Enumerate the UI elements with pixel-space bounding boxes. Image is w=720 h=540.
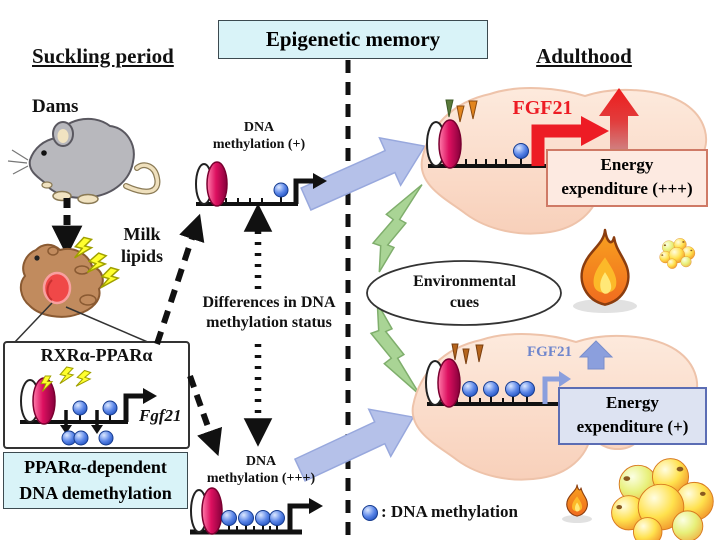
environmental-cues-label: Environmental cues	[413, 273, 516, 311]
legend-methylation-dot	[362, 505, 378, 521]
rxr-ppar-box-title: RXRα-PPARα	[40, 345, 153, 365]
fgf21-gene-label: Fgf21	[139, 406, 182, 425]
gene-diagram-adult-high	[426, 116, 609, 169]
lipid-droplet-icons-low	[451, 343, 484, 365]
suckling-period-title: Suckling period	[32, 44, 174, 68]
demethylation-arrows	[60, 410, 103, 434]
methylation-dots-row	[462, 381, 535, 404]
energy-expenditure-high-box: Energy expenditure (+++)	[546, 149, 708, 207]
fgf21-promoter-arrow-low	[542, 371, 571, 404]
dams-label: Dams	[32, 96, 79, 117]
gene-diagram-methylation-low	[195, 161, 327, 207]
methylation-dots-row	[221, 510, 285, 532]
fgf21-gene-diagram-suckling	[20, 365, 157, 446]
energy-expenditure-low-box: Energy expenditure (+)	[558, 387, 707, 445]
fgf21-low-label: FGF21	[527, 344, 572, 360]
energy-up-arrow-low	[578, 340, 614, 370]
environmental-cues-ellipse	[366, 260, 562, 326]
gene-diagram-methylation-high	[190, 487, 323, 535]
lipid-droplet-icons-high	[445, 99, 478, 123]
liver-callout-lines	[13, 302, 151, 344]
milk-lipids-label: Milk lipids	[120, 224, 164, 266]
legend-dna-methylation-label: : DNA methylation	[381, 502, 518, 521]
pup-mouse-illustration	[19, 243, 104, 318]
environmental-cue-bolt-top	[372, 183, 423, 273]
fat-cells-large-icon	[611, 458, 714, 540]
differences-label: Differences in DNA methylation status	[202, 294, 336, 331]
adulthood-title: Adulthood	[536, 44, 632, 68]
epigenetic-memory-box: Epigenetic memory	[218, 20, 488, 59]
dna-methylation-plus-label: DNA methylation (+)	[212, 120, 306, 152]
methylation-dot	[513, 143, 529, 159]
memory-arrow-bottom	[293, 408, 415, 482]
fat-cells-small-icon	[659, 238, 696, 269]
dna-methylation-plusplusplus-label: DNA methylation (+++)	[206, 454, 316, 486]
fgf21-promoter-arrow-high	[531, 116, 609, 166]
fgf21-high-label: FGF21	[512, 97, 573, 119]
adult-liver-high	[420, 87, 708, 235]
flame-large-icon	[580, 228, 630, 306]
dam-mouse-illustration	[7, 117, 161, 205]
ppar-demethylation-box: PPARα-dependent DNA demethylation	[3, 452, 188, 509]
flame-shadow-small	[562, 515, 592, 523]
arrow-rxr-to-methylation-high	[187, 374, 223, 457]
memory-arrow-top	[300, 136, 426, 211]
removed-methylation-dots	[61, 430, 114, 446]
arrow-pup-to-methylation-low	[154, 213, 205, 345]
flame-small-icon	[566, 484, 588, 517]
gene-diagram-adult-low	[425, 358, 571, 408]
energy-up-arrow-high	[599, 88, 639, 162]
adult-liver-low	[411, 333, 699, 481]
flame-shadow-large	[573, 299, 637, 313]
